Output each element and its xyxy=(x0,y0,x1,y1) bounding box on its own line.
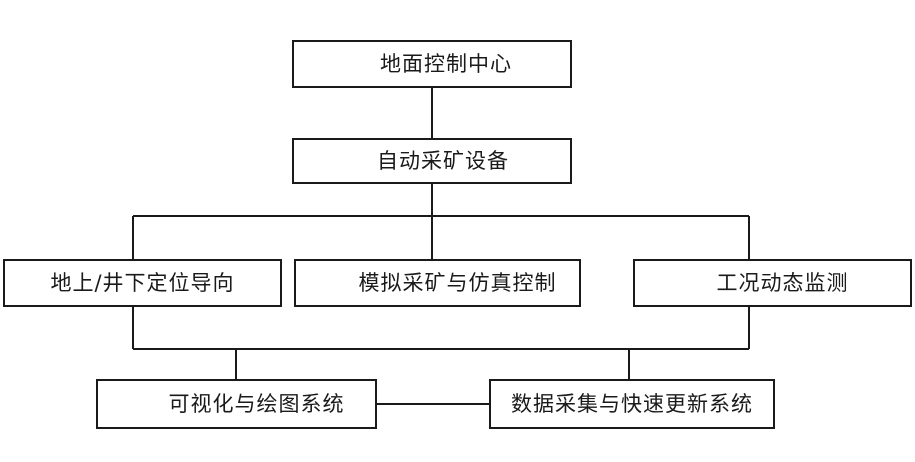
node-label: 数据采集与快速更新系统 xyxy=(511,391,753,416)
node-label: 地上/井下定位导向 xyxy=(50,270,235,295)
node-visualization-system: 可视化与绘图系统 xyxy=(96,379,377,429)
node-data-collection-system: 数据采集与快速更新系统 xyxy=(489,379,775,429)
node-simulation-control: 模拟采矿与仿真控制 xyxy=(294,259,581,307)
node-label: 自动采矿设备 xyxy=(377,148,509,173)
node-label: 模拟采矿与仿真控制 xyxy=(358,270,557,295)
node-ground-control-center: 地面控制中心 xyxy=(292,40,572,88)
node-condition-monitoring: 工况动态监测 xyxy=(633,259,912,307)
node-auto-mining-equipment: 自动采矿设备 xyxy=(292,138,572,184)
node-label: 工况动态监测 xyxy=(716,270,849,295)
node-label: 可视化与绘图系统 xyxy=(168,391,345,416)
node-positioning-guidance: 地上/井下定位导向 xyxy=(3,259,282,307)
node-label: 地面控制中心 xyxy=(380,51,512,76)
